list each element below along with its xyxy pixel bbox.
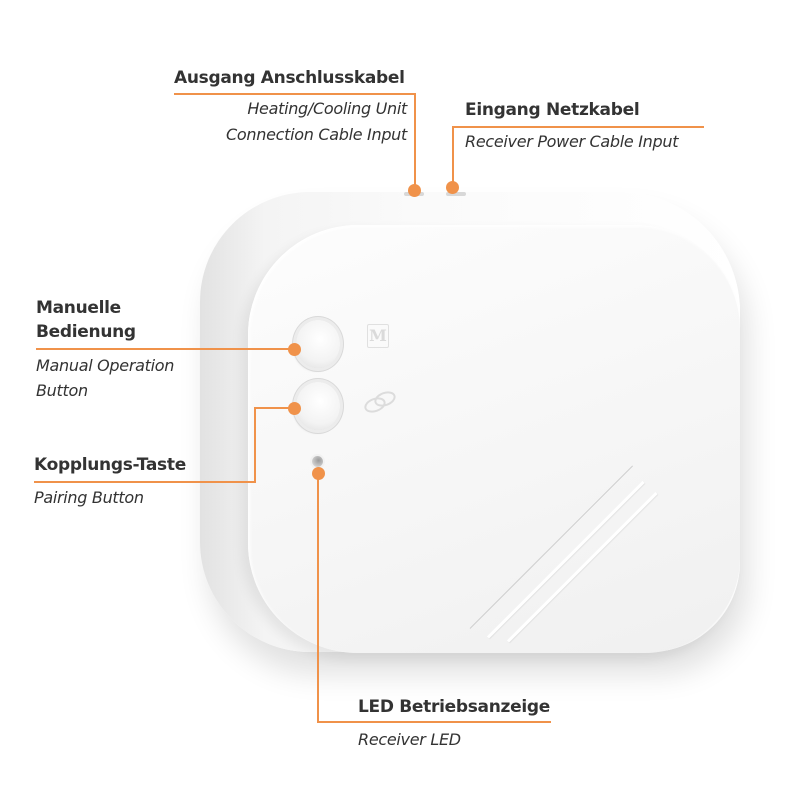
connection-cable-leader-h (174, 93, 416, 95)
receiver-device-face (248, 225, 740, 653)
manual-button-marker (288, 343, 301, 356)
manual-button-leader (36, 348, 294, 350)
manual-button-subtitle-2: Button (36, 381, 88, 400)
pairing-button[interactable] (296, 382, 340, 430)
connection-cable-subtitle-1: Heating/Cooling Unit (247, 99, 407, 118)
receiver-led (312, 456, 323, 467)
led-subtitle: Receiver LED (358, 730, 461, 749)
led-leader-v (317, 472, 319, 722)
pairing-button-subtitle: Pairing Button (34, 488, 144, 507)
power-cable-subtitle: Receiver Power Cable Input (465, 132, 679, 151)
connection-cable-leader-v (414, 93, 416, 189)
power-cable-leader-v (452, 126, 454, 186)
pairing-button-leader-v (254, 407, 256, 483)
connection-cable-subtitle-2: Connection Cable Input (226, 125, 407, 144)
connection-cable-marker (408, 184, 421, 197)
manual-button-title-1: Manuelle (36, 298, 121, 318)
link-icon (364, 391, 396, 413)
pairing-button-marker (288, 402, 301, 415)
power-cable-title: Eingang Netzkabel (465, 100, 640, 120)
manual-button-subtitle-1: Manual Operation (36, 356, 175, 375)
pairing-button-leader-h2 (254, 407, 294, 409)
connection-cable-title: Ausgang Anschlusskabel (174, 68, 405, 88)
manual-mark-icon: M (367, 324, 389, 348)
power-cable-marker (446, 181, 459, 194)
led-title: LED Betriebsanzeige (358, 697, 550, 717)
led-leader-h (317, 721, 551, 723)
pairing-button-leader-h (34, 481, 256, 483)
power-cable-port (446, 192, 466, 196)
power-cable-leader-h (452, 126, 704, 128)
manual-button-title-2: Bedienung (36, 322, 136, 342)
pairing-button-title: Kopplungs-Taste (34, 455, 186, 475)
manual-operation-button[interactable] (296, 320, 340, 368)
